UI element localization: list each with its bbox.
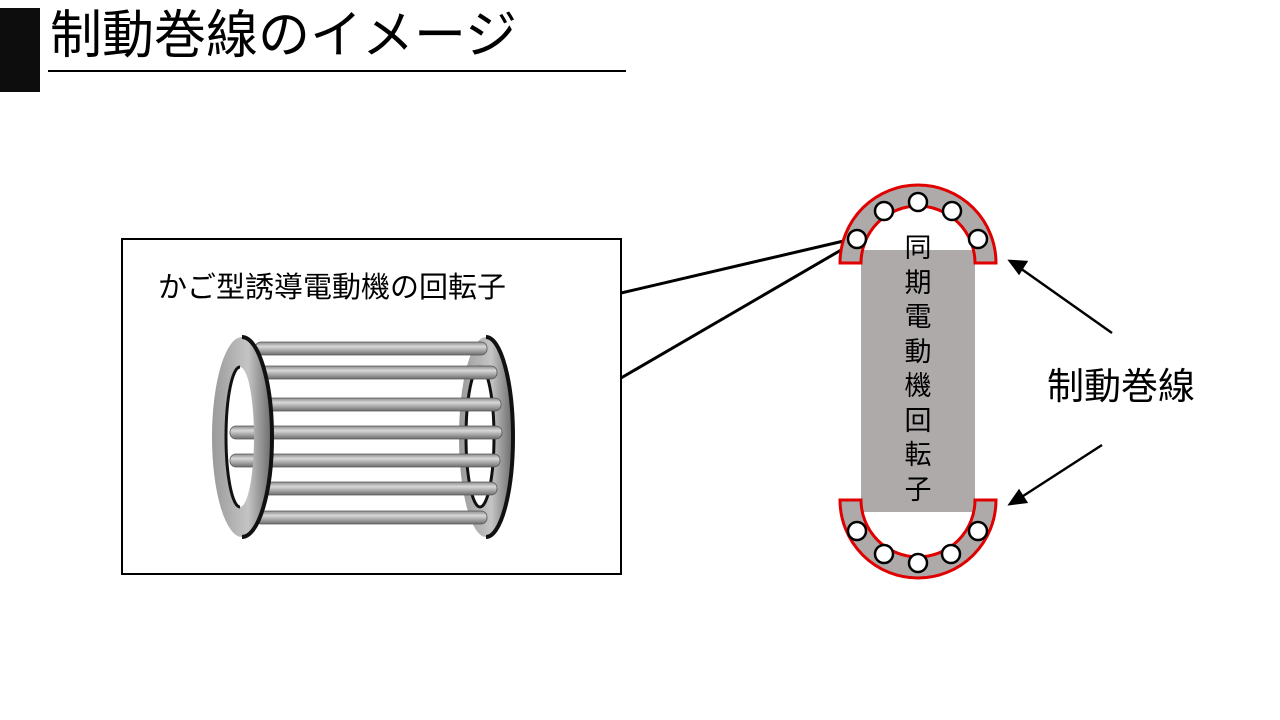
page-title: 制動巻線のイメージ bbox=[50, 6, 517, 66]
cage-rotor-callout-box bbox=[121, 238, 622, 575]
left-end-ring bbox=[212, 335, 274, 539]
sync-rotor-label: 同期電動機回転子 bbox=[904, 233, 932, 506]
title-accent-bar bbox=[0, 8, 40, 92]
damper-winding-label: 制動巻線 bbox=[1047, 365, 1195, 408]
synchronous-rotor-diagram bbox=[838, 183, 998, 580]
callout-lines bbox=[620, 238, 849, 380]
cage-rotor-label: かご型誘導電動機の回転子 bbox=[158, 270, 507, 304]
squirrel-cage-rotor-image bbox=[212, 335, 515, 539]
cage-bars bbox=[229, 341, 503, 525]
damper-arrows bbox=[1007, 259, 1113, 506]
title-underline bbox=[48, 70, 626, 72]
damper-bars bbox=[846, 191, 989, 574]
